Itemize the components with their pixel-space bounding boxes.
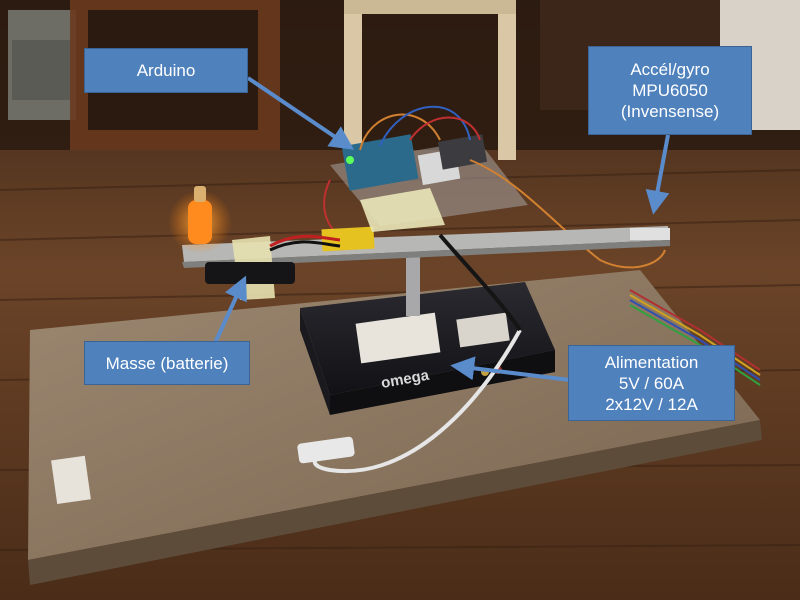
callout-alim-line-1: Alimentation: [604, 352, 699, 372]
callout-mpu-line-2: MPU6050: [632, 81, 708, 100]
jumper-wires: [323, 105, 666, 269]
mpu-sensor: [630, 228, 670, 240]
callout-arrows: [213, 76, 670, 382]
arrow-icon: [645, 134, 670, 215]
callout-masse-line: Masse (batterie): [105, 353, 229, 373]
arrow-icon: [213, 275, 247, 344]
arduino-led: [346, 156, 354, 164]
balance-beam: [182, 226, 670, 262]
tape: [360, 188, 445, 232]
chair-leg: [498, 0, 516, 160]
battery: [205, 262, 295, 284]
ribbon-cable: [629, 289, 761, 386]
board-label: [51, 455, 91, 505]
psu-label: [355, 312, 441, 364]
callout-alimentation: Alimentation 5V / 60A 2x12V / 12A: [568, 345, 735, 421]
arrow-icon: [450, 356, 571, 382]
callout-alim-line-2: 5V / 60A: [618, 373, 685, 393]
support-post: [406, 250, 420, 316]
cable-clip: [297, 436, 355, 464]
chair-leg: [344, 0, 362, 150]
callout-arduino-line: Arduino: [136, 61, 196, 80]
arrow-icon: [246, 76, 354, 150]
callout-mpu-line-1: Accél/gyro: [630, 60, 710, 79]
callout-mpu-line-3: (Invensense): [620, 102, 720, 121]
callout-alim-line-3: 2x12V / 12A: [605, 394, 698, 414]
callout-mpu6050: Accél/gyro MPU6050 (Invensense): [588, 46, 752, 135]
callout-masse-batterie: Masse (batterie): [84, 341, 250, 385]
led-lamp: [188, 200, 212, 244]
breadboard: [437, 134, 488, 170]
callout-arduino: Arduino: [84, 48, 248, 93]
